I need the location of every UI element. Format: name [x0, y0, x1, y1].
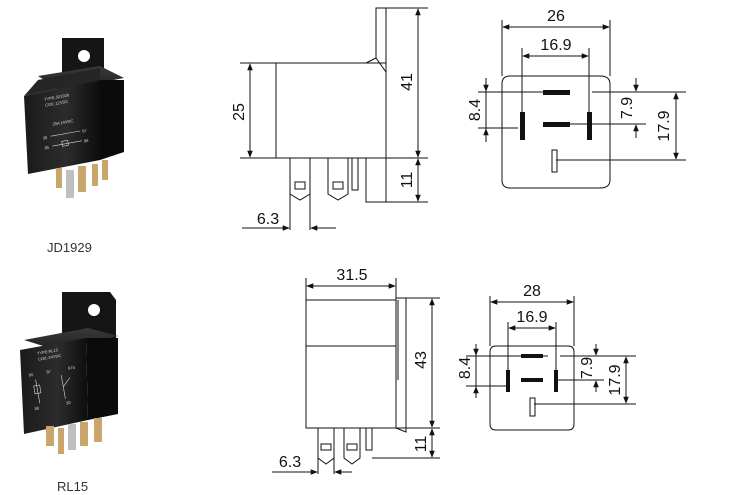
side-view-jd1929: [240, 7, 428, 231]
pin-label: 86: [34, 405, 40, 411]
pin-label: 85: [28, 372, 34, 378]
pin-label: 86: [84, 138, 90, 144]
dim-offset-a: 8.4: [467, 99, 484, 121]
pin-slots-jd1929: [520, 90, 592, 140]
dim-total-height: 41: [399, 73, 416, 91]
pin-label: 87: [82, 128, 88, 134]
case-text: COIL:12VDC: [45, 99, 69, 108]
relay-footprint-outline: [501, 75, 611, 189]
pin-label: 87a: [68, 364, 76, 370]
case-text: TYPE:JD1929: [44, 92, 71, 101]
pin-label: 87: [46, 369, 52, 375]
model-label-jd1929: JD1929: [47, 240, 92, 255]
relay-photo-jd1929: TYPE:JD1929 COIL:12VDC 20A 14VDC 30 87 8…: [24, 38, 124, 198]
contact-rating: 20A 14VDC: [52, 118, 74, 127]
dim-body-width: 31.5: [336, 267, 367, 284]
dim-footprint-width: 28: [523, 283, 541, 300]
dim-offset-b: 7.9: [579, 357, 596, 379]
model-label-rl15: RL15: [57, 479, 89, 494]
dim-body-height: 25: [231, 103, 248, 121]
dim-pin-pitch: 6.3: [279, 454, 301, 471]
top-view-rl15: [466, 296, 636, 431]
dim-footprint-height: 17.9: [656, 110, 673, 141]
relay-body-outline: [275, 62, 387, 159]
top-view-jd1929: [478, 20, 686, 189]
dim-pin-length: 11: [399, 172, 416, 189]
dim-total-height: 43: [413, 351, 430, 369]
dim-pin-span: 16.9: [540, 37, 571, 54]
pin-slots-rl15: [506, 354, 558, 392]
dim-pin-length: 11: [413, 436, 430, 453]
dim-footprint-width: 26: [547, 8, 565, 25]
case-text: COIL:24VDC: [38, 353, 62, 362]
relay-footprint-outline: [489, 345, 575, 431]
pin-label: 30: [42, 135, 48, 141]
relay-body-outline: [305, 299, 397, 429]
dim-footprint-height: 17.9: [607, 364, 624, 395]
dim-offset-b: 7.9: [619, 97, 636, 119]
pin-label: 30: [66, 400, 72, 406]
dim-offset-a: 8.4: [457, 357, 474, 379]
pin-label: 85: [44, 145, 50, 151]
dim-pin-pitch: 6.3: [257, 211, 279, 228]
case-text: TYPE:RL15: [37, 347, 59, 356]
side-view-rl15: [272, 278, 440, 475]
relay-photo-rl15: TYPE:RL15 COIL:24VDC 85 87 87a 86 30: [20, 292, 118, 454]
dim-pin-span: 16.9: [516, 309, 547, 326]
